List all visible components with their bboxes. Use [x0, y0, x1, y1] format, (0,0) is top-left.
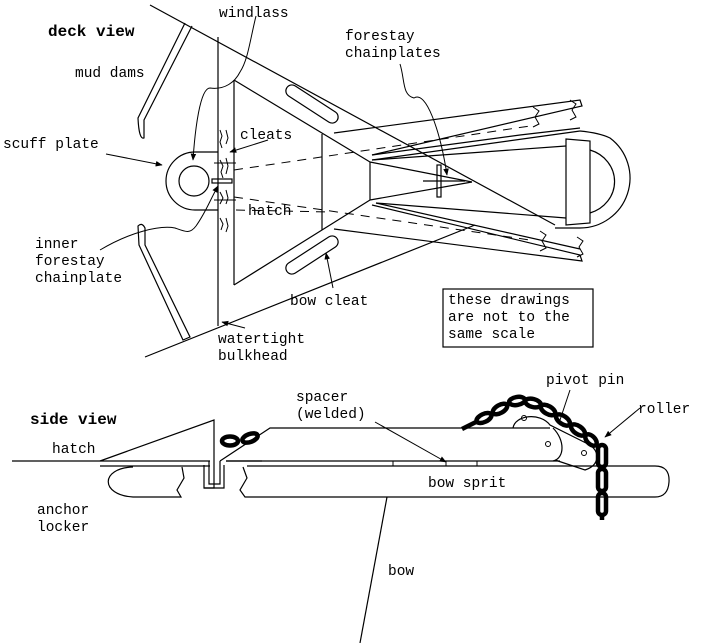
spacer-leader [374, 421, 447, 463]
label-hatch-deck: hatch [248, 204, 292, 220]
label-inner-forestay-1: inner [35, 237, 79, 253]
bow-cleat-leader [324, 252, 334, 289]
drain-slot [203, 461, 221, 489]
roller-leader [604, 407, 641, 438]
bow-cleat-upper [285, 84, 339, 124]
deck-view: deck view [3, 4, 631, 365]
roller-assembly [512, 415, 598, 471]
label-cleats: cleats [240, 128, 292, 144]
label-roller: roller [638, 402, 690, 418]
bow-line [359, 496, 388, 643]
forestay-chainplates-leader [399, 63, 449, 176]
centerline-lower [233, 196, 531, 241]
label-bow-cleat: bow cleat [290, 294, 368, 310]
scuff-plate [165, 151, 218, 211]
label-forestay-chainplates-2: chainplates [345, 46, 441, 62]
centerline-upper [233, 125, 531, 171]
label-bow: bow [388, 564, 414, 580]
bowsprit-lower-rail [333, 202, 584, 262]
hull-edge-lower [144, 224, 476, 358]
mud-dam-lower [137, 223, 191, 341]
bowsprit-side-plate-top [219, 427, 550, 462]
cleats [214, 129, 236, 233]
label-inner-forestay-2: forestay [35, 254, 105, 270]
well-edge-bottom [233, 199, 371, 286]
mud-dam-upper [137, 22, 193, 139]
scale-note: these drawings are not to the same scale [442, 288, 594, 348]
well-edge-top [233, 79, 371, 163]
side-view: side view [12, 373, 690, 643]
label-bow-sprit: bow sprit [428, 476, 506, 492]
windlass-drum [178, 165, 210, 197]
anchor-locker-hull [107, 466, 185, 498]
side-view-title: side view [30, 411, 117, 429]
bowsprit-body [239, 465, 670, 498]
watertight-leader [221, 320, 246, 329]
label-pivot-pin: pivot pin [546, 373, 624, 389]
label-watertight-2: bulkhead [218, 349, 288, 365]
scuff-plate-leader [105, 153, 163, 167]
bow-roller [371, 130, 631, 229]
label-spacer-2: (welded) [296, 407, 366, 423]
cleats-leader [229, 139, 269, 153]
forestay-chainplate [369, 161, 473, 201]
label-inner-forestay-3: chainplate [35, 271, 122, 287]
label-anchor-1: anchor [37, 503, 89, 519]
label-mud-dams: mud dams [75, 66, 145, 82]
deck-view-title: deck view [48, 23, 135, 41]
drain-slot-outer [204, 465, 225, 489]
anchor-chain [219, 394, 609, 520]
label-watertight-1: watertight [218, 332, 305, 348]
label-spacer-1: spacer [296, 390, 348, 406]
label-forestay-chainplates-1: forestay [345, 29, 415, 45]
label-scuff-plate: scuff plate [3, 137, 99, 153]
windlass-leader [190, 15, 257, 161]
scale-note-line-2: are not to the [448, 310, 570, 326]
hatch-wedge [99, 419, 215, 462]
bowsprit-upper-rail [333, 99, 583, 161]
scale-note-line-1: these drawings [448, 293, 570, 309]
scale-note-box [442, 288, 594, 348]
inner-forestay-leader [99, 185, 219, 251]
pivot-pin-leader [559, 389, 571, 421]
scale-note-line-3: same scale [448, 327, 535, 343]
inner-forestay-chainplate [211, 178, 233, 184]
bow-cleat-lower [285, 235, 339, 275]
label-anchor-2: locker [37, 520, 89, 536]
label-windlass: windlass [219, 6, 289, 22]
label-hatch-side: hatch [52, 442, 96, 458]
